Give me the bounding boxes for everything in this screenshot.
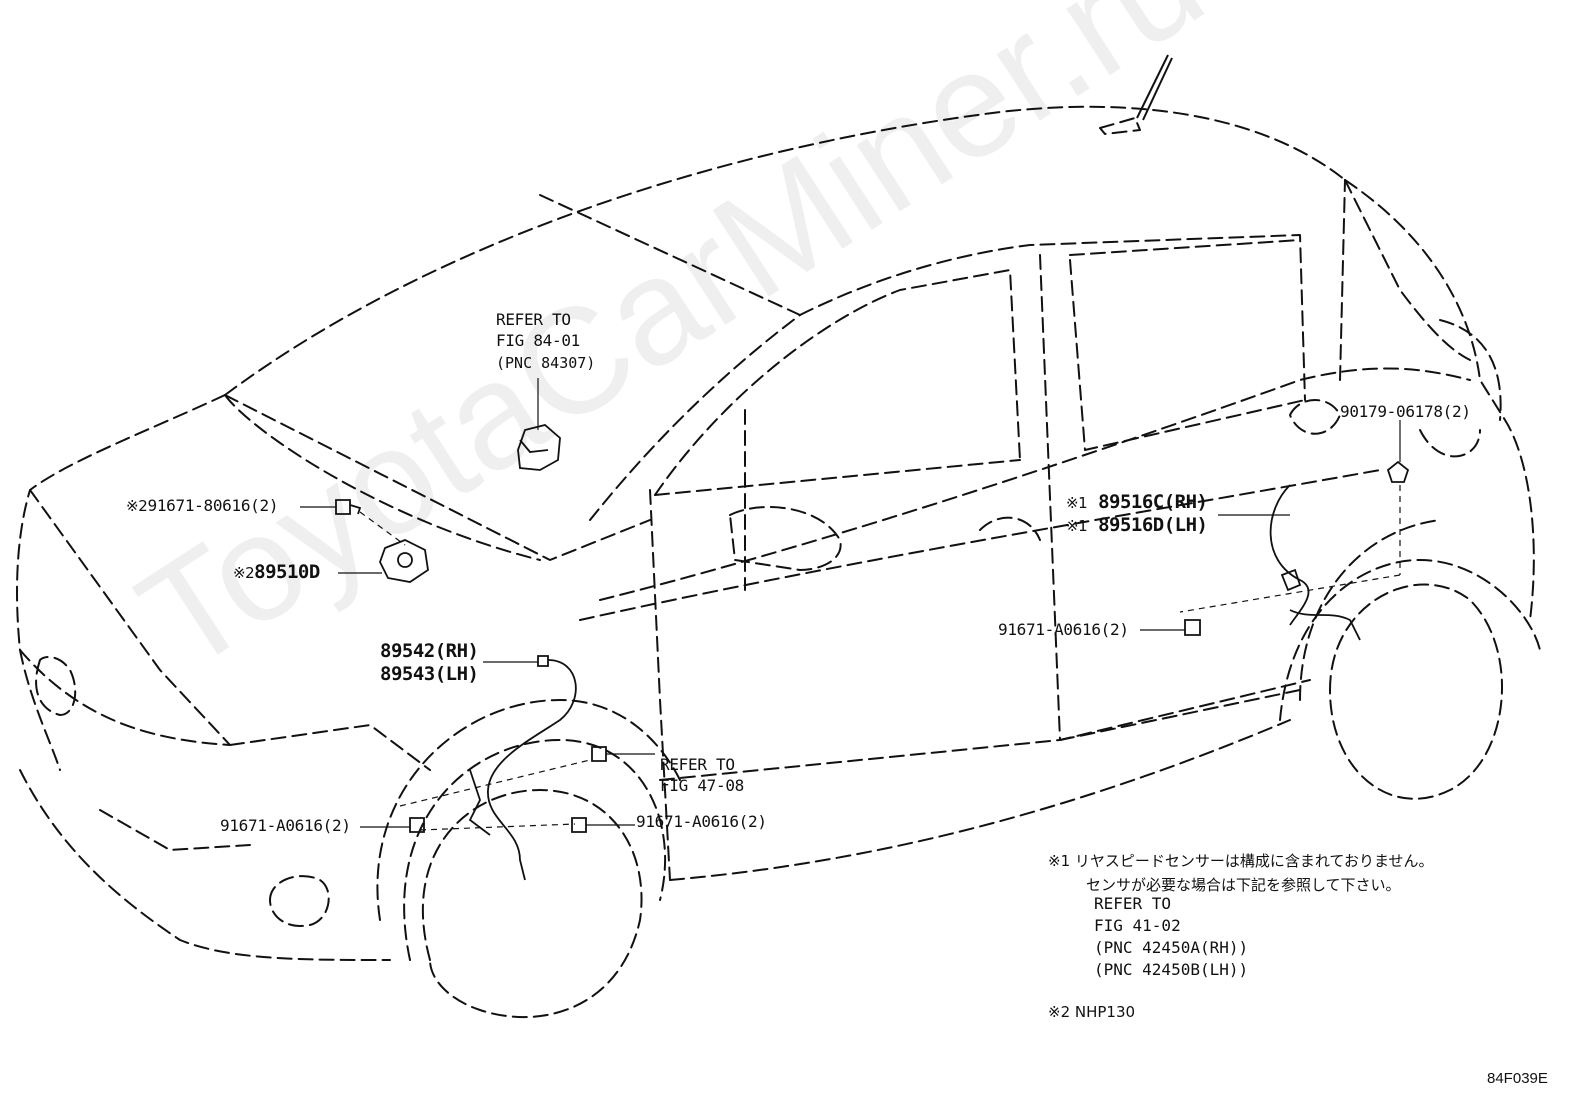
note-mark-1: ※1 bbox=[1066, 517, 1088, 535]
label-refer-84-line3: (PNC 84307) bbox=[496, 354, 596, 372]
label-refer-84-line2: FIG 84-01 bbox=[496, 331, 580, 350]
label-refer-84-line1: REFER TO bbox=[496, 310, 571, 329]
label-89516c: ※1 89516C(RH) bbox=[1066, 491, 1208, 513]
label-90179-06178: 90179-06178(2) bbox=[1340, 402, 1471, 421]
label-89543: 89543(LH) bbox=[380, 663, 479, 685]
note-mark-2: ※2 bbox=[233, 564, 255, 582]
label-89516d: ※1 89516D(LH) bbox=[1066, 514, 1208, 536]
note-mark-2: ※2 bbox=[126, 497, 148, 515]
note-1-ref-line4: (PNC 42450B(LH)) bbox=[1094, 960, 1249, 979]
note-1-ref-line2: FIG 41-02 bbox=[1094, 916, 1181, 935]
label-91671-a0616-rear: 91671-A0616(2) bbox=[998, 620, 1129, 639]
note-2: ※2 NHP130 bbox=[1048, 1003, 1136, 1021]
label-refer-47-line1: REFER TO bbox=[660, 755, 735, 774]
note-1-ref-line1: REFER TO bbox=[1094, 894, 1172, 913]
label-89542: 89542(RH) bbox=[380, 640, 479, 662]
note-1-line1: ※1 リヤスピードセンサーは構成に含まれておりません。 bbox=[1048, 852, 1434, 870]
label-91671-a0616-front-left: 91671-A0616(2) bbox=[220, 816, 351, 835]
note-1-line2: センサが必要な場合は下記を参照して下さい。 bbox=[1086, 876, 1401, 894]
label-91671-a0616-front-center: 91671-A0616(2) bbox=[636, 812, 767, 831]
label-89510d: ※289510D bbox=[233, 561, 320, 583]
label-refer-47-line2: FIG 47-08 bbox=[660, 776, 744, 795]
label-91671-80616: ※291671-80616(2) bbox=[126, 496, 279, 515]
note-1-ref-line3: (PNC 42450A(RH)) bbox=[1094, 938, 1249, 957]
note-mark-1: ※1 bbox=[1066, 494, 1088, 512]
figure-code: 84F039E bbox=[1487, 1070, 1548, 1087]
